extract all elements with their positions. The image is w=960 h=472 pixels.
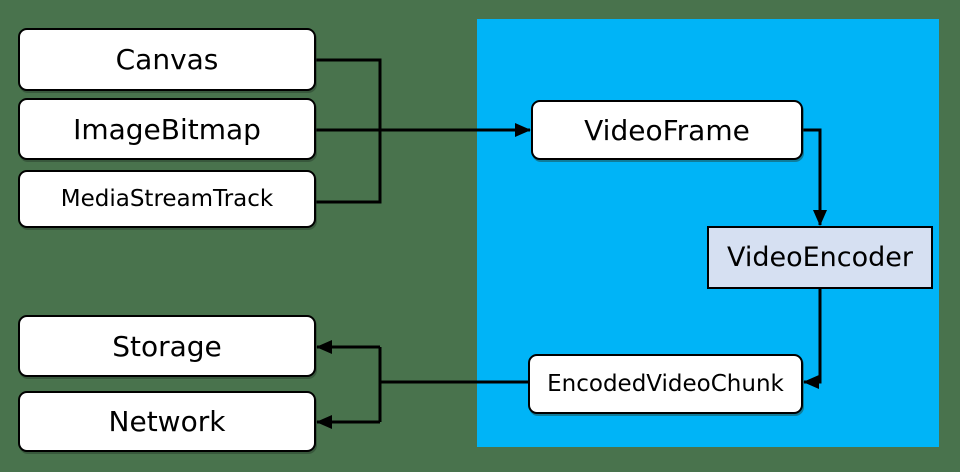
node-video-frame: VideoFrame bbox=[531, 100, 803, 160]
node-storage: Storage bbox=[18, 315, 316, 377]
node-media-stream-track: MediaStreamTrack bbox=[18, 170, 316, 228]
node-network: Network bbox=[18, 391, 316, 452]
node-image-bitmap: ImageBitmap bbox=[18, 98, 316, 160]
node-video-encoder: VideoEncoder bbox=[707, 226, 933, 289]
node-canvas: Canvas bbox=[18, 28, 316, 91]
node-encoded-video-chunk: EncodedVideoChunk bbox=[528, 354, 803, 414]
